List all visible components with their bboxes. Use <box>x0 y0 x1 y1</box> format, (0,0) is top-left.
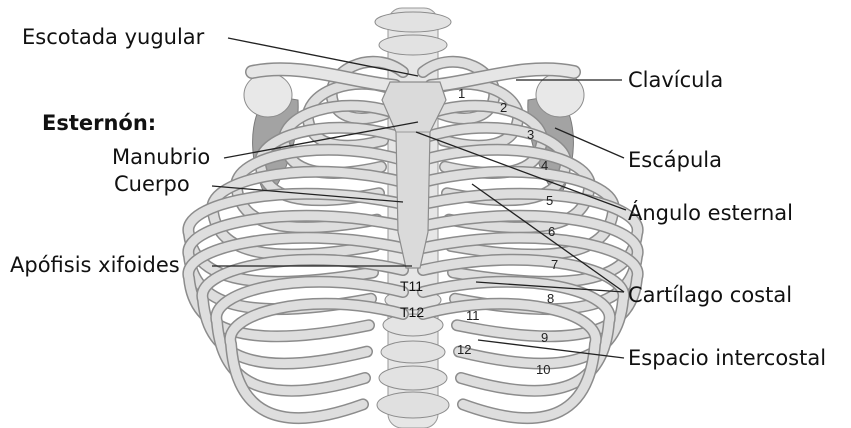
rib-number-5: 5 <box>546 194 553 207</box>
label-escapula: Escápula <box>628 150 722 171</box>
rib-number-12: 12 <box>457 343 471 356</box>
label-cuerpo: Cuerpo <box>114 174 190 195</box>
rib-number-10: 10 <box>536 363 550 376</box>
label-cartilago-costal: Cartílago costal <box>628 285 792 306</box>
rib-number-8: 8 <box>547 292 554 305</box>
rib-number-3: 3 <box>527 128 534 141</box>
label-clavicula: Clavícula <box>628 70 723 91</box>
rib-number-7: 7 <box>551 258 558 271</box>
label-espacio-intercostal: Espacio intercostal <box>628 348 826 369</box>
rib-number-6: 6 <box>548 225 555 238</box>
rib-number-11: 11 <box>466 309 480 322</box>
rib-number-4: 4 <box>541 159 548 172</box>
vertebra-label-t11: T11 <box>400 279 423 293</box>
label-apofisis-xifoides: Apófisis xifoides <box>10 255 180 276</box>
label-angulo-esternal: Ángulo esternal <box>628 203 793 224</box>
rib-number-2: 2 <box>500 101 507 114</box>
label-escotada-yugular: Escotada yugular <box>22 27 204 48</box>
label-esternon: Esternón: <box>42 113 156 134</box>
rib-number-9: 9 <box>541 331 548 344</box>
vertebra-label-t12: T12 <box>400 305 424 319</box>
label-manubrio: Manubrio <box>112 147 210 168</box>
rib-number-1: 1 <box>458 87 465 100</box>
